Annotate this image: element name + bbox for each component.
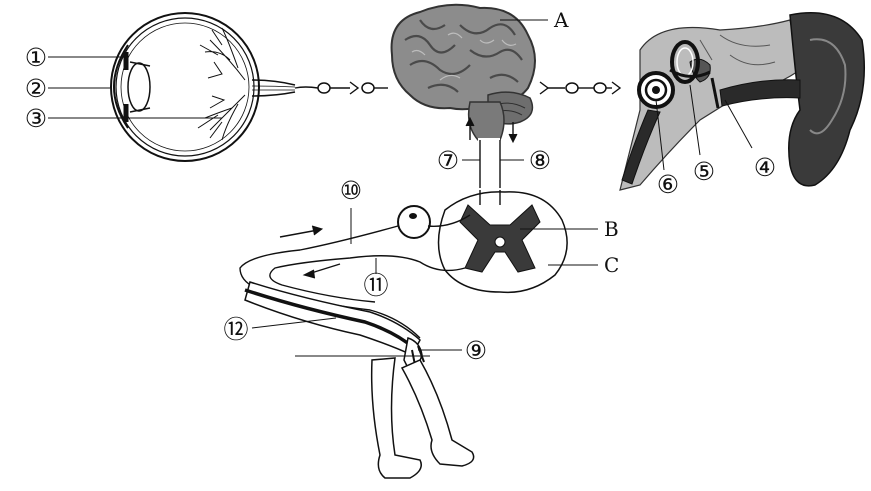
ascending-arrow <box>465 116 475 140</box>
lower-leg-left <box>370 357 422 479</box>
eyeball <box>110 12 296 162</box>
label-ear-6: ⑥ <box>657 170 679 199</box>
label-nerve-12: ⑫ <box>223 315 248 344</box>
ear <box>619 12 866 191</box>
optic-pathway-neurons <box>294 81 388 95</box>
label-tract-8: ⑧ <box>529 146 551 175</box>
label-tract-7: ⑦ <box>437 146 459 175</box>
label-eye-3: ③ <box>25 104 47 133</box>
pointer-line-4 <box>724 99 753 149</box>
pointer-line-5 <box>689 84 701 156</box>
sensory-nerve <box>239 225 421 339</box>
motor-flow-arrow <box>302 263 341 279</box>
spinal-cord-section <box>397 190 568 294</box>
auditory-pathway-neurons <box>539 81 622 95</box>
lower-leg-right <box>400 359 475 467</box>
label-cord-C: C <box>604 253 619 277</box>
label-brain-A: A <box>553 8 569 32</box>
label-cord-B: B <box>604 217 619 241</box>
pointer-line-6 <box>655 99 665 171</box>
label-nerve-10: ⑩ <box>340 176 362 205</box>
label-eye-2: ② <box>25 74 47 103</box>
label-ear-5: ⑤ <box>693 157 715 186</box>
brain <box>390 3 536 188</box>
sensory-flow-arrow <box>279 225 324 238</box>
descending-arrow <box>508 122 518 144</box>
motor-nerve <box>269 255 466 303</box>
label-effector-9: ⑨ <box>465 336 487 365</box>
pointer-line-12 <box>251 317 337 329</box>
label-ear-4: ④ <box>754 153 776 182</box>
label-nerve-11: ⑪ <box>363 271 388 300</box>
label-eye-1: ① <box>25 43 47 72</box>
